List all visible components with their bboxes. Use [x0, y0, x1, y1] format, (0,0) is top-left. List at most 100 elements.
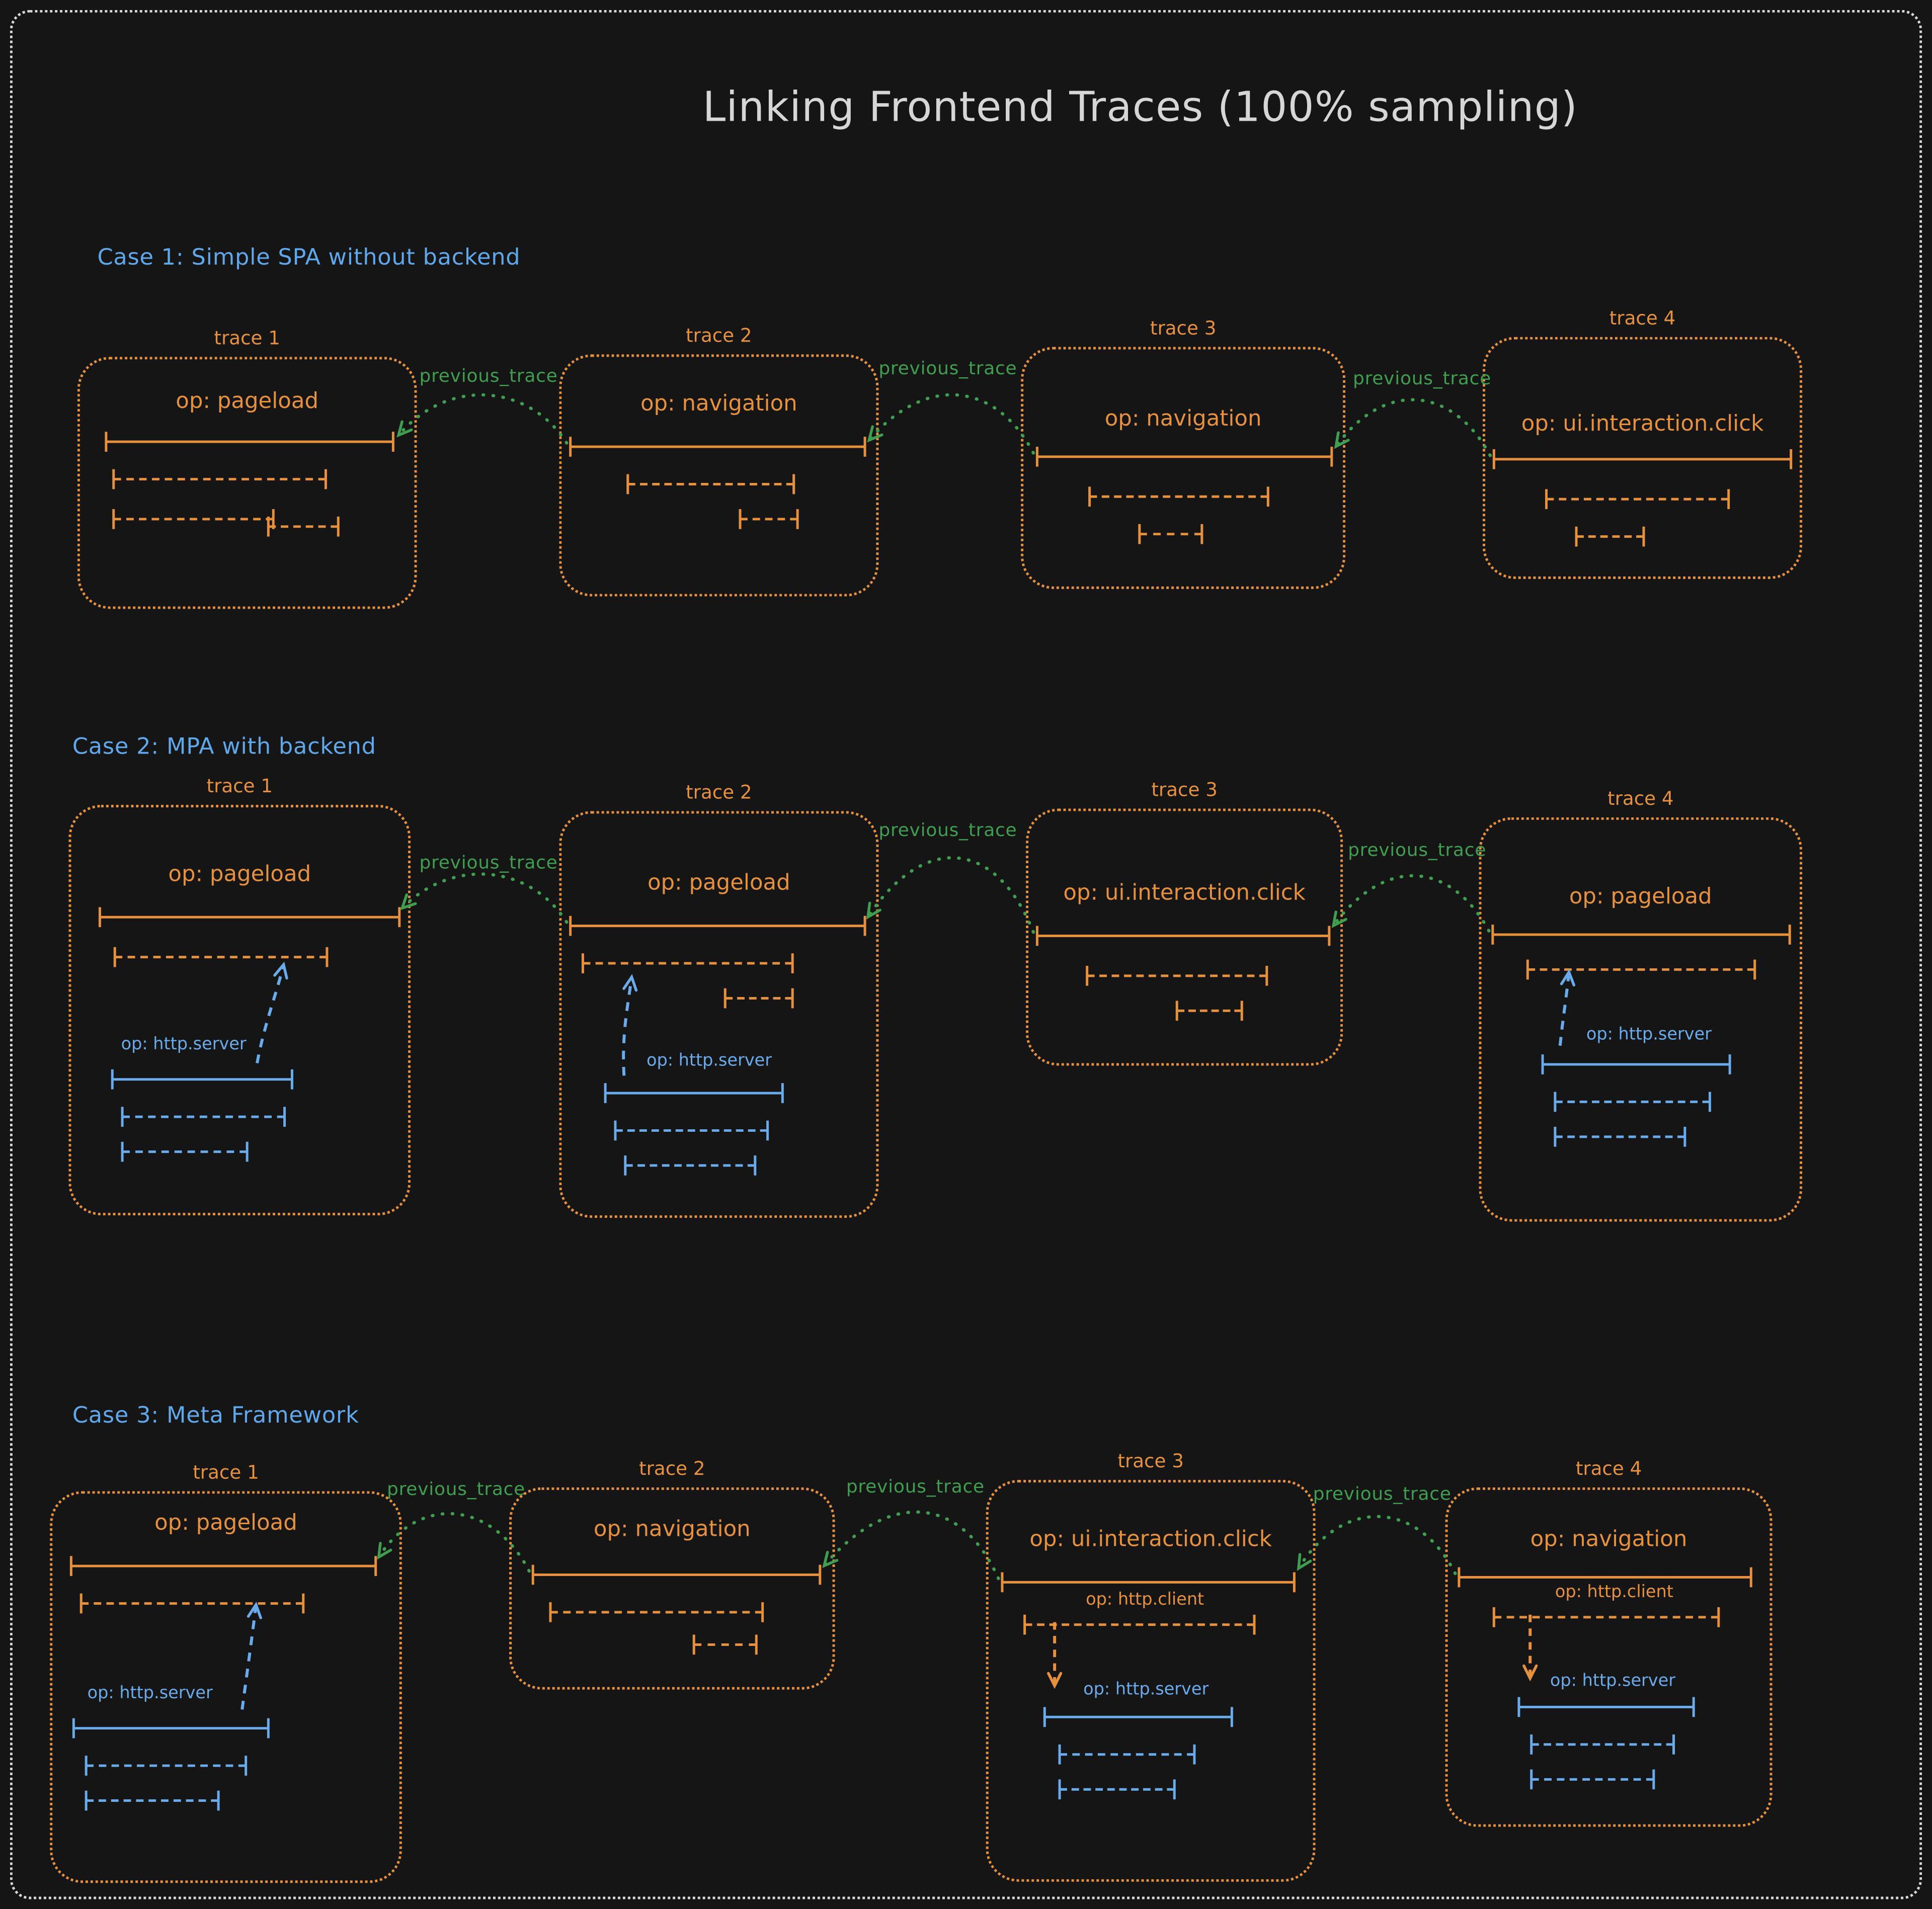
op-label: op: pageload	[168, 862, 311, 887]
op-label: op: ui.interaction.click	[1521, 411, 1764, 437]
server-span-bar	[72, 1718, 270, 1738]
trace-name-label: trace 3	[1151, 778, 1218, 801]
child-span-bar	[1575, 526, 1645, 547]
case2-trace3-box: trace 3 op: ui.interaction.click	[1026, 779, 1343, 1066]
root-span-bar	[569, 916, 866, 936]
server-child-span-bar	[1058, 1779, 1176, 1800]
root-span-bar	[569, 437, 866, 457]
server-child-span-bar	[1554, 1126, 1686, 1147]
case-3-label: Case 3: Meta Framework	[72, 1402, 359, 1429]
trace-name-label: trace 4	[1575, 1457, 1642, 1480]
server-span-bar	[1043, 1707, 1233, 1727]
root-span-bar	[105, 432, 394, 452]
trace-name-label: trace 3	[1117, 1450, 1184, 1473]
case3-trace1-box: trace 1 op: pageload op: http.server	[50, 1461, 402, 1883]
trace-name-label: trace 1	[206, 775, 273, 798]
case2-trace4-box: trace 4 op: pageload op: http.server	[1479, 787, 1803, 1222]
child-span-bar	[581, 953, 794, 973]
child-span-bar	[1526, 959, 1756, 980]
child-span-bar	[549, 1602, 764, 1622]
server-span-bar	[604, 1083, 784, 1103]
child-span-bar	[1086, 965, 1268, 986]
trace-name-label: trace 1	[193, 1461, 259, 1484]
case1-trace1-box: trace 1 op: pageload	[77, 327, 417, 609]
case-1-label: Case 1: Simple SPA without backend	[97, 244, 521, 271]
client-span-bar	[1492, 1607, 1720, 1627]
child-span-bar	[1088, 486, 1269, 507]
child-span-bar	[112, 509, 275, 529]
case1-trace4-box: trace 4 op: ui.interaction.click	[1482, 307, 1803, 579]
child-span-bar	[723, 988, 794, 1009]
trace-name-label: trace 4	[1607, 787, 1674, 810]
server-child-span-bar	[1058, 1744, 1196, 1765]
trace-name-label: trace 4	[1609, 307, 1676, 329]
client-span-bar	[1023, 1614, 1256, 1635]
child-span-bar	[79, 1593, 305, 1614]
case2-trace1-box: trace 1 op: pageload op: http.server	[68, 775, 411, 1216]
op-label: op: pageload	[154, 1511, 297, 1536]
op-label: op: ui.interaction.click	[1029, 1527, 1272, 1552]
child-span-bar	[1175, 1001, 1243, 1021]
previous-trace-label: previous_trace	[386, 1480, 526, 1500]
server-span-bar	[1541, 1054, 1731, 1074]
case3-trace2-box: trace 2 op: navigation	[509, 1457, 835, 1690]
server-child-span-bar	[121, 1141, 249, 1162]
http-server-label: op: http.server	[1586, 1024, 1712, 1045]
child-span-bar	[1545, 489, 1730, 510]
previous-trace-label: previous_trace	[878, 821, 1017, 841]
child-span-bar	[692, 1634, 758, 1655]
trace-name-label: trace 3	[1150, 317, 1217, 340]
http-server-label: op: http.server	[1083, 1679, 1209, 1700]
http-server-label: op: http.server	[87, 1683, 213, 1704]
previous-trace-label: previous_trace	[846, 1477, 985, 1498]
server-span-bar	[1517, 1697, 1695, 1717]
child-span-bar	[112, 469, 327, 489]
case3-trace4-box: trace 4 op: navigation op: http.client o…	[1445, 1457, 1773, 1827]
child-span-bar	[267, 516, 340, 537]
diagram-frame	[10, 10, 1922, 1899]
server-child-span-bar	[1554, 1092, 1711, 1112]
op-label: op: navigation	[593, 1517, 751, 1543]
previous-trace-label: previous_trace	[419, 367, 558, 387]
root-span-bar	[531, 1564, 822, 1585]
root-span-bar	[1035, 447, 1333, 467]
http-server-label: op: http.server	[121, 1034, 247, 1055]
server-child-span-bar	[121, 1107, 286, 1127]
case3-trace3-box: trace 3 op: ui.interaction.click op: htt…	[986, 1450, 1316, 1882]
server-child-span-bar	[85, 1790, 220, 1811]
http-client-label: op: http.client	[1555, 1582, 1673, 1603]
child-span-bar	[626, 474, 795, 494]
previous-trace-label: previous_trace	[1348, 841, 1487, 861]
root-span-bar	[1491, 925, 1791, 945]
case1-trace3-box: trace 3 op: navigation	[1021, 317, 1346, 589]
diagram-title: Linking Frontend Traces (100% sampling)	[702, 82, 1578, 131]
op-label: op: navigation	[640, 391, 797, 417]
case-2-label: Case 2: MPA with backend	[72, 733, 376, 760]
root-span-bar	[1035, 926, 1331, 946]
child-span-bar	[1138, 524, 1203, 544]
case1-trace2-box: trace 2 op: navigation	[559, 324, 879, 597]
root-span-bar	[98, 907, 401, 928]
child-span-bar	[113, 947, 329, 967]
child-span-bar	[739, 509, 799, 529]
trace-name-label: trace 1	[214, 326, 280, 350]
previous-trace-label: previous_trace	[878, 359, 1017, 380]
op-label: op: navigation	[1530, 1527, 1687, 1552]
server-child-span-bar	[1530, 1734, 1675, 1755]
op-label: op: pageload	[647, 871, 790, 896]
server-child-span-bar	[614, 1120, 769, 1141]
trace-name-label: trace 2	[686, 781, 752, 804]
http-server-label: op: http.server	[1550, 1671, 1675, 1691]
op-label: op: ui.interaction.click	[1063, 881, 1306, 906]
http-server-label: op: http.server	[646, 1050, 772, 1071]
http-client-label: op: http.client	[1086, 1590, 1204, 1610]
root-span-bar	[69, 1556, 377, 1576]
server-child-span-bar	[1530, 1769, 1655, 1790]
root-span-bar	[1492, 449, 1793, 469]
op-label: op: navigation	[1104, 406, 1262, 432]
trace-name-label: trace 2	[686, 324, 752, 347]
previous-trace-label: previous_trace	[1313, 1484, 1452, 1505]
previous-trace-label: previous_trace	[419, 853, 558, 874]
server-child-span-bar	[85, 1756, 248, 1776]
